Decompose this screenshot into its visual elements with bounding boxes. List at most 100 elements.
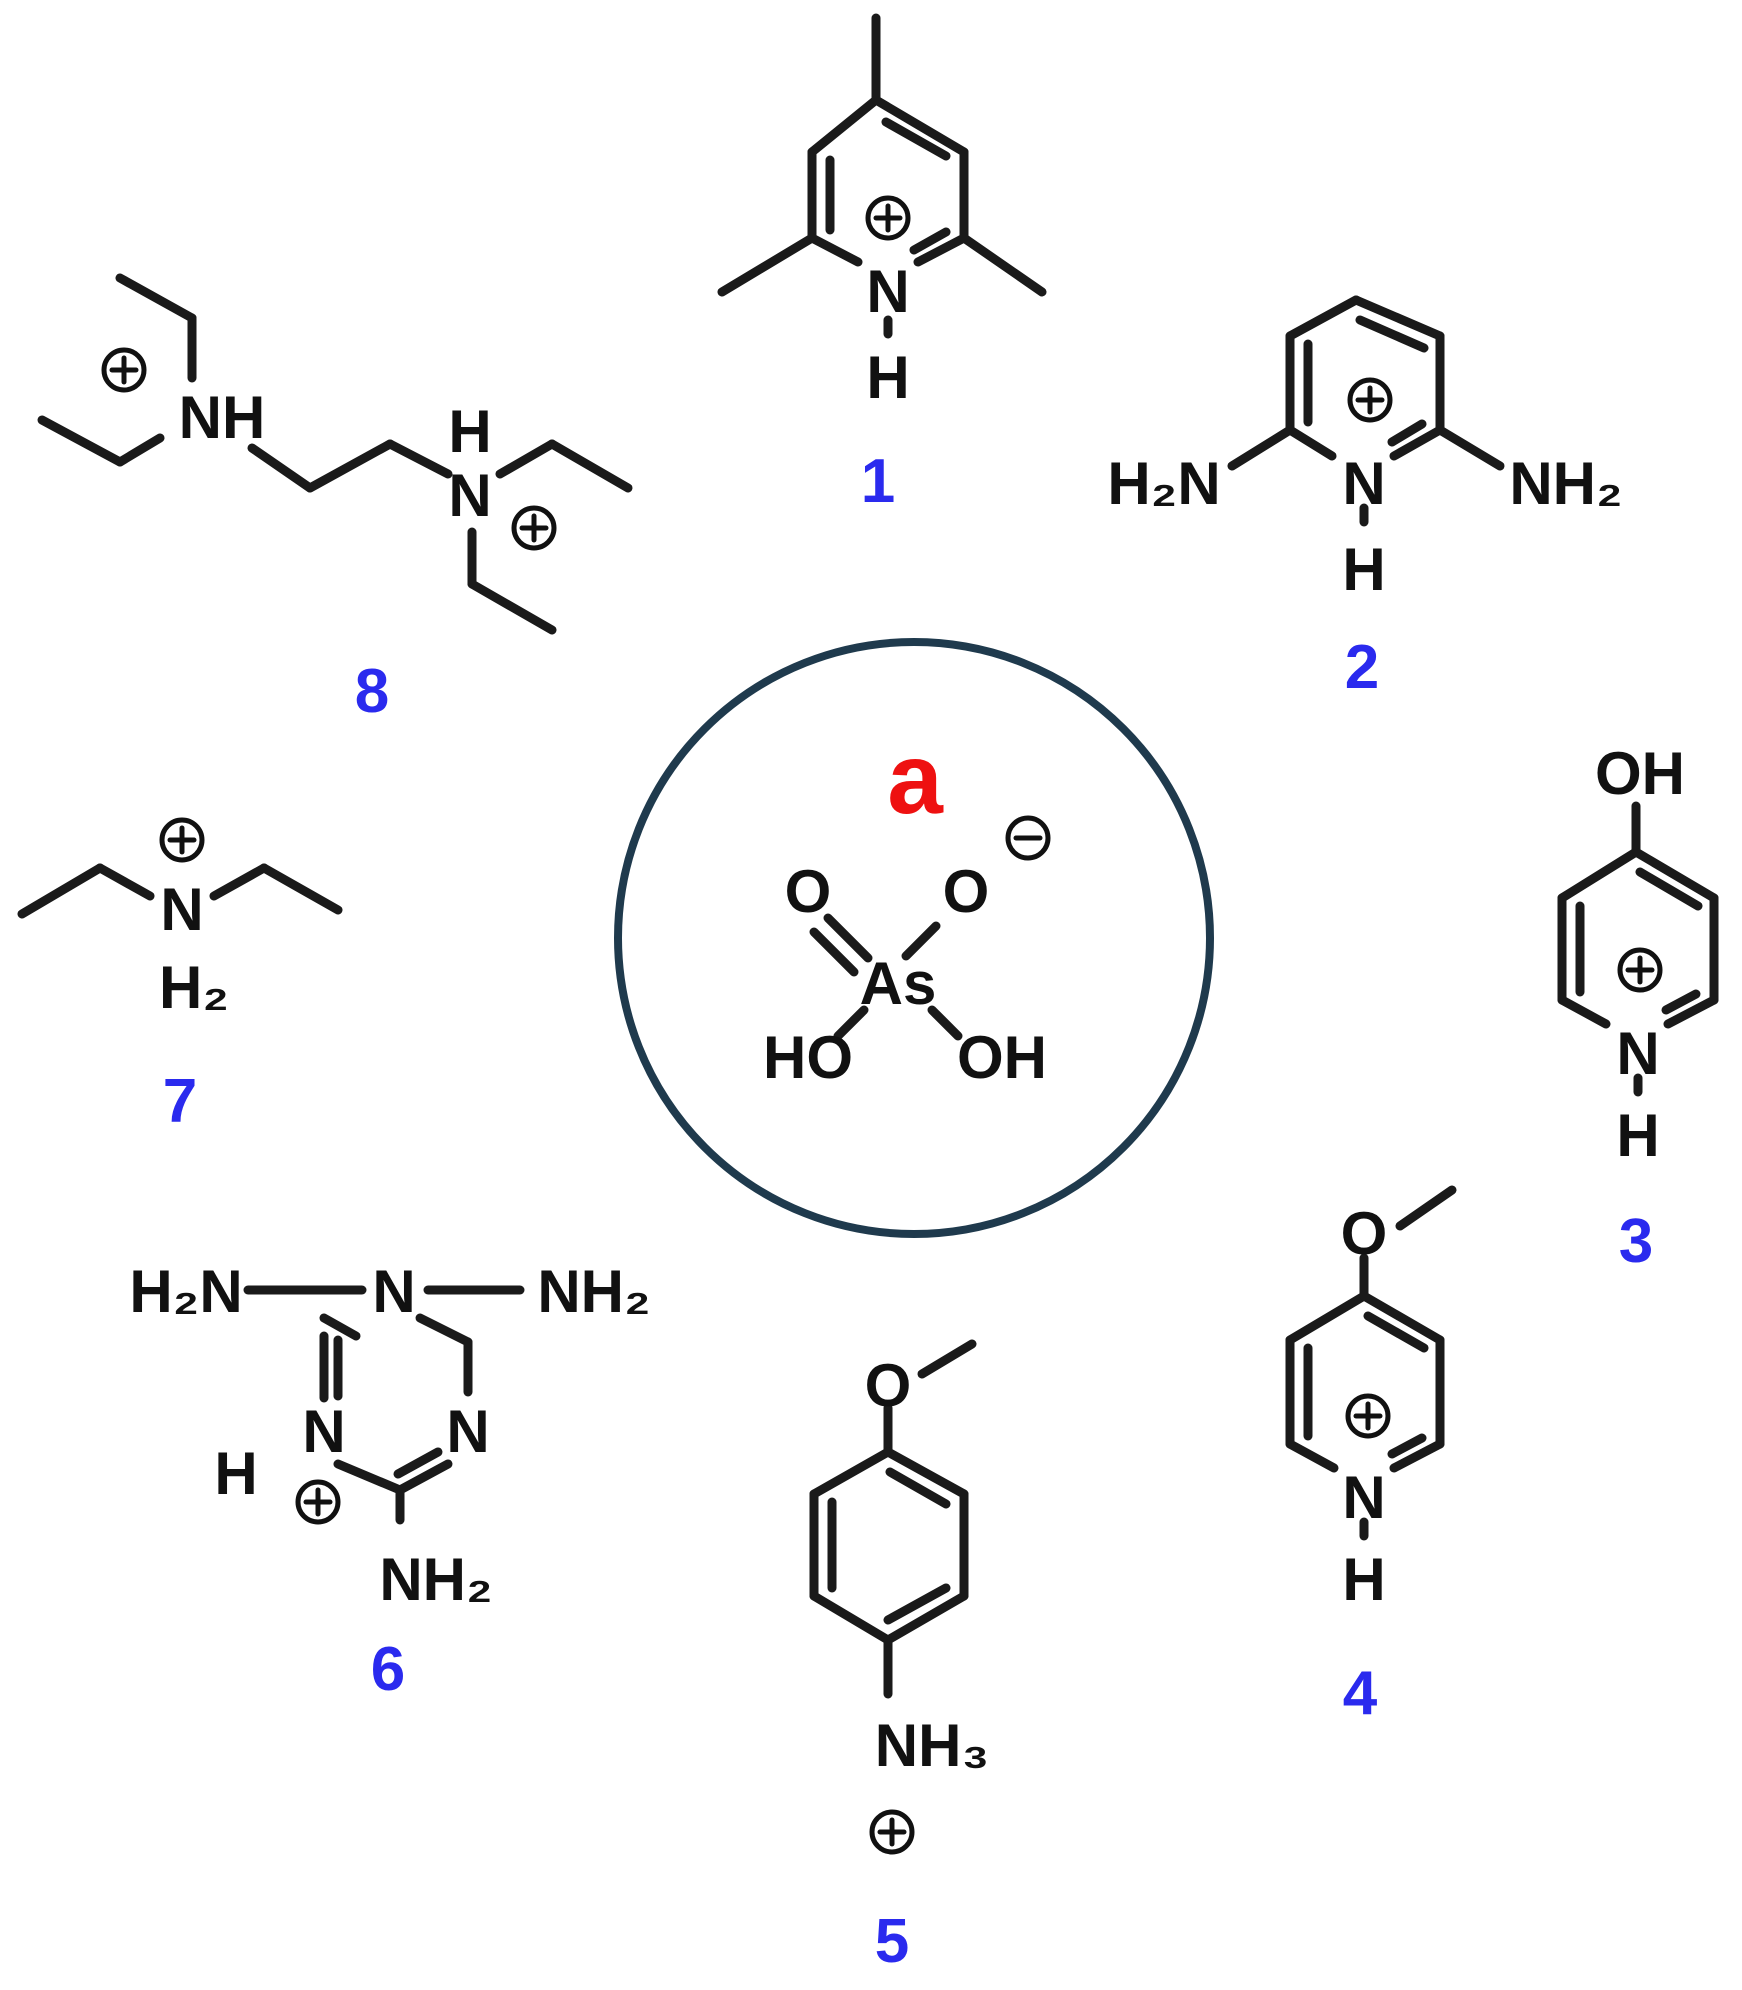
bond-line [115,273,197,323]
bond-line [809,1591,893,1645]
bond-line [95,863,155,901]
compound-6-structure: H₂N N NH₂ N N H NH₂ 6 [129,1258,650,1704]
compound-number: 5 [875,1907,909,1976]
oxide-oxygen-label: O [943,858,990,925]
triazine-nitrogen-label: N [372,1258,415,1325]
bond-line [415,1313,473,1347]
bond-line [305,439,395,493]
bond-line [319,1313,361,1341]
bond-line [1663,995,1719,1029]
nitrogen-label: N [866,258,909,325]
bond-line [1351,295,1445,341]
bond-line [1285,295,1361,341]
anion-label: a [887,723,944,835]
compound-8-structure: NH H N 8 [37,273,633,726]
positive-charge-icon [101,347,147,393]
bond-line [1285,1291,1369,1345]
bond-line [1635,867,1703,911]
bond-line [1387,419,1427,447]
bond-line [115,433,165,467]
bond-line [883,1591,969,1645]
methoxy-oxygen-label: O [865,1352,912,1419]
bond-line [393,1447,443,1479]
positive-charge-icon [159,817,205,863]
compound-number: 2 [1345,633,1379,702]
bond-line [467,579,557,635]
bond-line [1631,847,1719,903]
hydrogen-label: H [214,1440,257,1507]
compound-number: 7 [163,1067,197,1136]
bond-line [333,1459,405,1495]
bond-line [901,921,941,961]
arsenic-label: As [860,950,937,1017]
nitrogen-label: N [1342,1464,1385,1531]
triazine-nitrogen-label: N [302,1398,345,1465]
bond-line [1227,425,1295,471]
bond-line [247,443,315,493]
bond-line [959,233,1047,297]
methoxy-oxygen-label: O [1341,1200,1388,1267]
positive-charge-icon [865,195,911,241]
bond-line [259,863,343,915]
compound-number: 3 [1619,1207,1653,1276]
bond-line [917,1339,977,1379]
compound-number: 8 [355,657,389,726]
bond-line [209,863,269,901]
hydroxyl-label-right: OH [957,1024,1047,1091]
hydrogen-label: H₂ [159,954,229,1021]
bond-line [885,1467,951,1509]
bond-line [881,117,951,161]
positive-charge-icon [869,1809,915,1855]
compound-7-structure: N H₂ 7 [17,817,343,1136]
bond-line [17,863,105,919]
bond-line [1355,315,1429,353]
bond-line [1285,1439,1339,1473]
bond-line [807,233,863,267]
bond-line [883,1583,951,1625]
ammonium-group-label: NH₃ [875,1712,989,1779]
compound-1-structure: N H 1 [717,13,1047,516]
hydrogen-label: H [1342,536,1385,603]
bond-line [833,1005,869,1041]
amine-nitrogen-label: N [448,462,491,529]
compound-2-structure: H₂N N NH₂ H 2 [1107,295,1623,702]
compound-5-structure: O NH₃ 5 [809,1339,989,1976]
double-bond-line [823,913,873,963]
hydroxyl-label-left: HO [763,1024,853,1091]
positive-charge-icon [511,505,557,551]
hydrogen-label: H [1342,1546,1385,1613]
bond-line [495,439,557,479]
bond-line [871,95,969,157]
arsenate-anion: a O O As HO OH [614,638,1214,1238]
bond-line [1389,1439,1445,1473]
nitrogen-label: N [1342,450,1385,517]
amine-nitrogen-label: NH [179,384,266,451]
oxo-oxygen-label: O [785,858,832,925]
bond-line [883,1447,969,1499]
compound-number: 6 [371,1635,405,1704]
hydrogen-label: H [1616,1102,1659,1169]
nitrogen-label: N [160,876,203,943]
positive-charge-icon [1345,1393,1391,1439]
bond-line [807,95,881,157]
bond-line [37,415,125,467]
bond-line [385,439,453,479]
amino-group-label: NH₂ [1509,450,1622,517]
bond-line [1363,1311,1429,1353]
amino-group-label: H₂N [129,1258,242,1325]
bond-line [395,1459,453,1495]
bond-line [1389,425,1445,461]
compound-4-structure: O N H 4 [1285,1185,1457,1728]
bond-line [1395,1185,1457,1231]
bond-line [913,233,969,267]
amino-group-label: NH₂ [379,1546,492,1613]
positive-charge-icon [1617,947,1663,993]
positive-charge-icon [295,1479,341,1525]
bond-line [717,233,817,297]
hydrogen-label: H [448,398,491,465]
bond-line [1359,1291,1445,1345]
negative-charge-icon [1005,815,1051,861]
bond-line [1285,425,1337,461]
bond-line [1387,1433,1427,1459]
